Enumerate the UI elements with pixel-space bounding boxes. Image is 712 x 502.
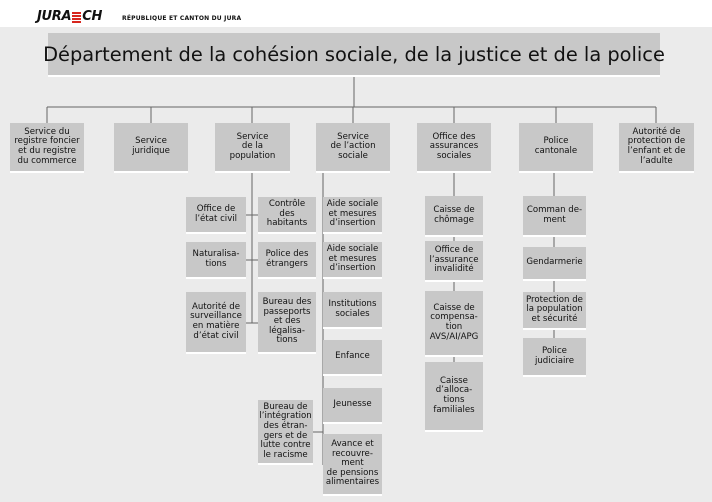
unit-institutions-sociales: Institutions sociales (323, 292, 382, 329)
header-bar: JURA CH RÉPUBLIQUE ET CANTON DU JURA (0, 0, 712, 27)
office-assurances-sociales: Office des assurances sociales (417, 123, 491, 173)
unit-commandement: Comman de- ment (523, 196, 586, 237)
logo-text-jura: JURA (37, 9, 72, 24)
logo-flag-icon (72, 11, 82, 23)
service-action-sociale: Service de l’action sociale (316, 123, 390, 173)
service-juridique: Service juridique (114, 123, 188, 173)
unit-allocations-familiales: Caisse d’alloca- tions familiales (425, 362, 483, 432)
unit-avance-recouvrement: Avance et recouvre- ment de pensions ali… (323, 434, 382, 496)
header-caption: RÉPUBLIQUE ET CANTON DU JURA (122, 15, 242, 22)
unit-jeunesse: Jeunesse (323, 388, 382, 424)
unit-bureau-passeports: Bureau des passeports et des légalisa- t… (258, 292, 316, 354)
unit-gendarmerie: Gendarmerie (523, 247, 586, 281)
unit-aide-sociale-2: Aide sociale et mesures d’insertion (323, 242, 382, 279)
department-title: Département de la cohésion sociale, de l… (43, 33, 665, 77)
unit-police-judiciaire: Police judiciaire (523, 338, 586, 377)
unit-enfance: Enfance (323, 340, 382, 376)
unit-etat-civil: Office de l’état civil (186, 197, 246, 234)
unit-controle-habitants: Contrôle des habitants (258, 197, 316, 234)
unit-caisse-compensation: Caisse de compensa- tion AVS/AI/APG (425, 291, 483, 357)
unit-surveillance-etat-civil: Autorité de surveillance en matière d’ét… (186, 292, 246, 354)
service-population: Service de la population (215, 123, 290, 173)
jura-ch-logo: JURA CH (37, 10, 102, 24)
unit-police-etrangers: Police des étrangers (258, 242, 316, 279)
service-registre-foncier: Service du registre foncier et du regist… (10, 123, 84, 173)
police-cantonale: Police cantonale (519, 123, 593, 173)
unit-assurance-invalidite: Office de l’assurance invalidité (425, 241, 483, 282)
unit-aide-sociale-1: Aide sociale et mesures d’insertion (323, 197, 382, 234)
unit-caisse-chomage: Caisse de chômage (425, 196, 483, 237)
logo-text-ch: CH (82, 9, 103, 24)
autorite-protection-enfant-adulte: Autorité de protection de l’enfant et de… (619, 123, 694, 173)
unit-bureau-integration: Bureau de l’intégration des étran- gers … (258, 400, 313, 465)
unit-protection-population: Protection de la population et sécurité (523, 292, 586, 330)
unit-naturalisations: Naturalisa- tions (186, 242, 246, 279)
